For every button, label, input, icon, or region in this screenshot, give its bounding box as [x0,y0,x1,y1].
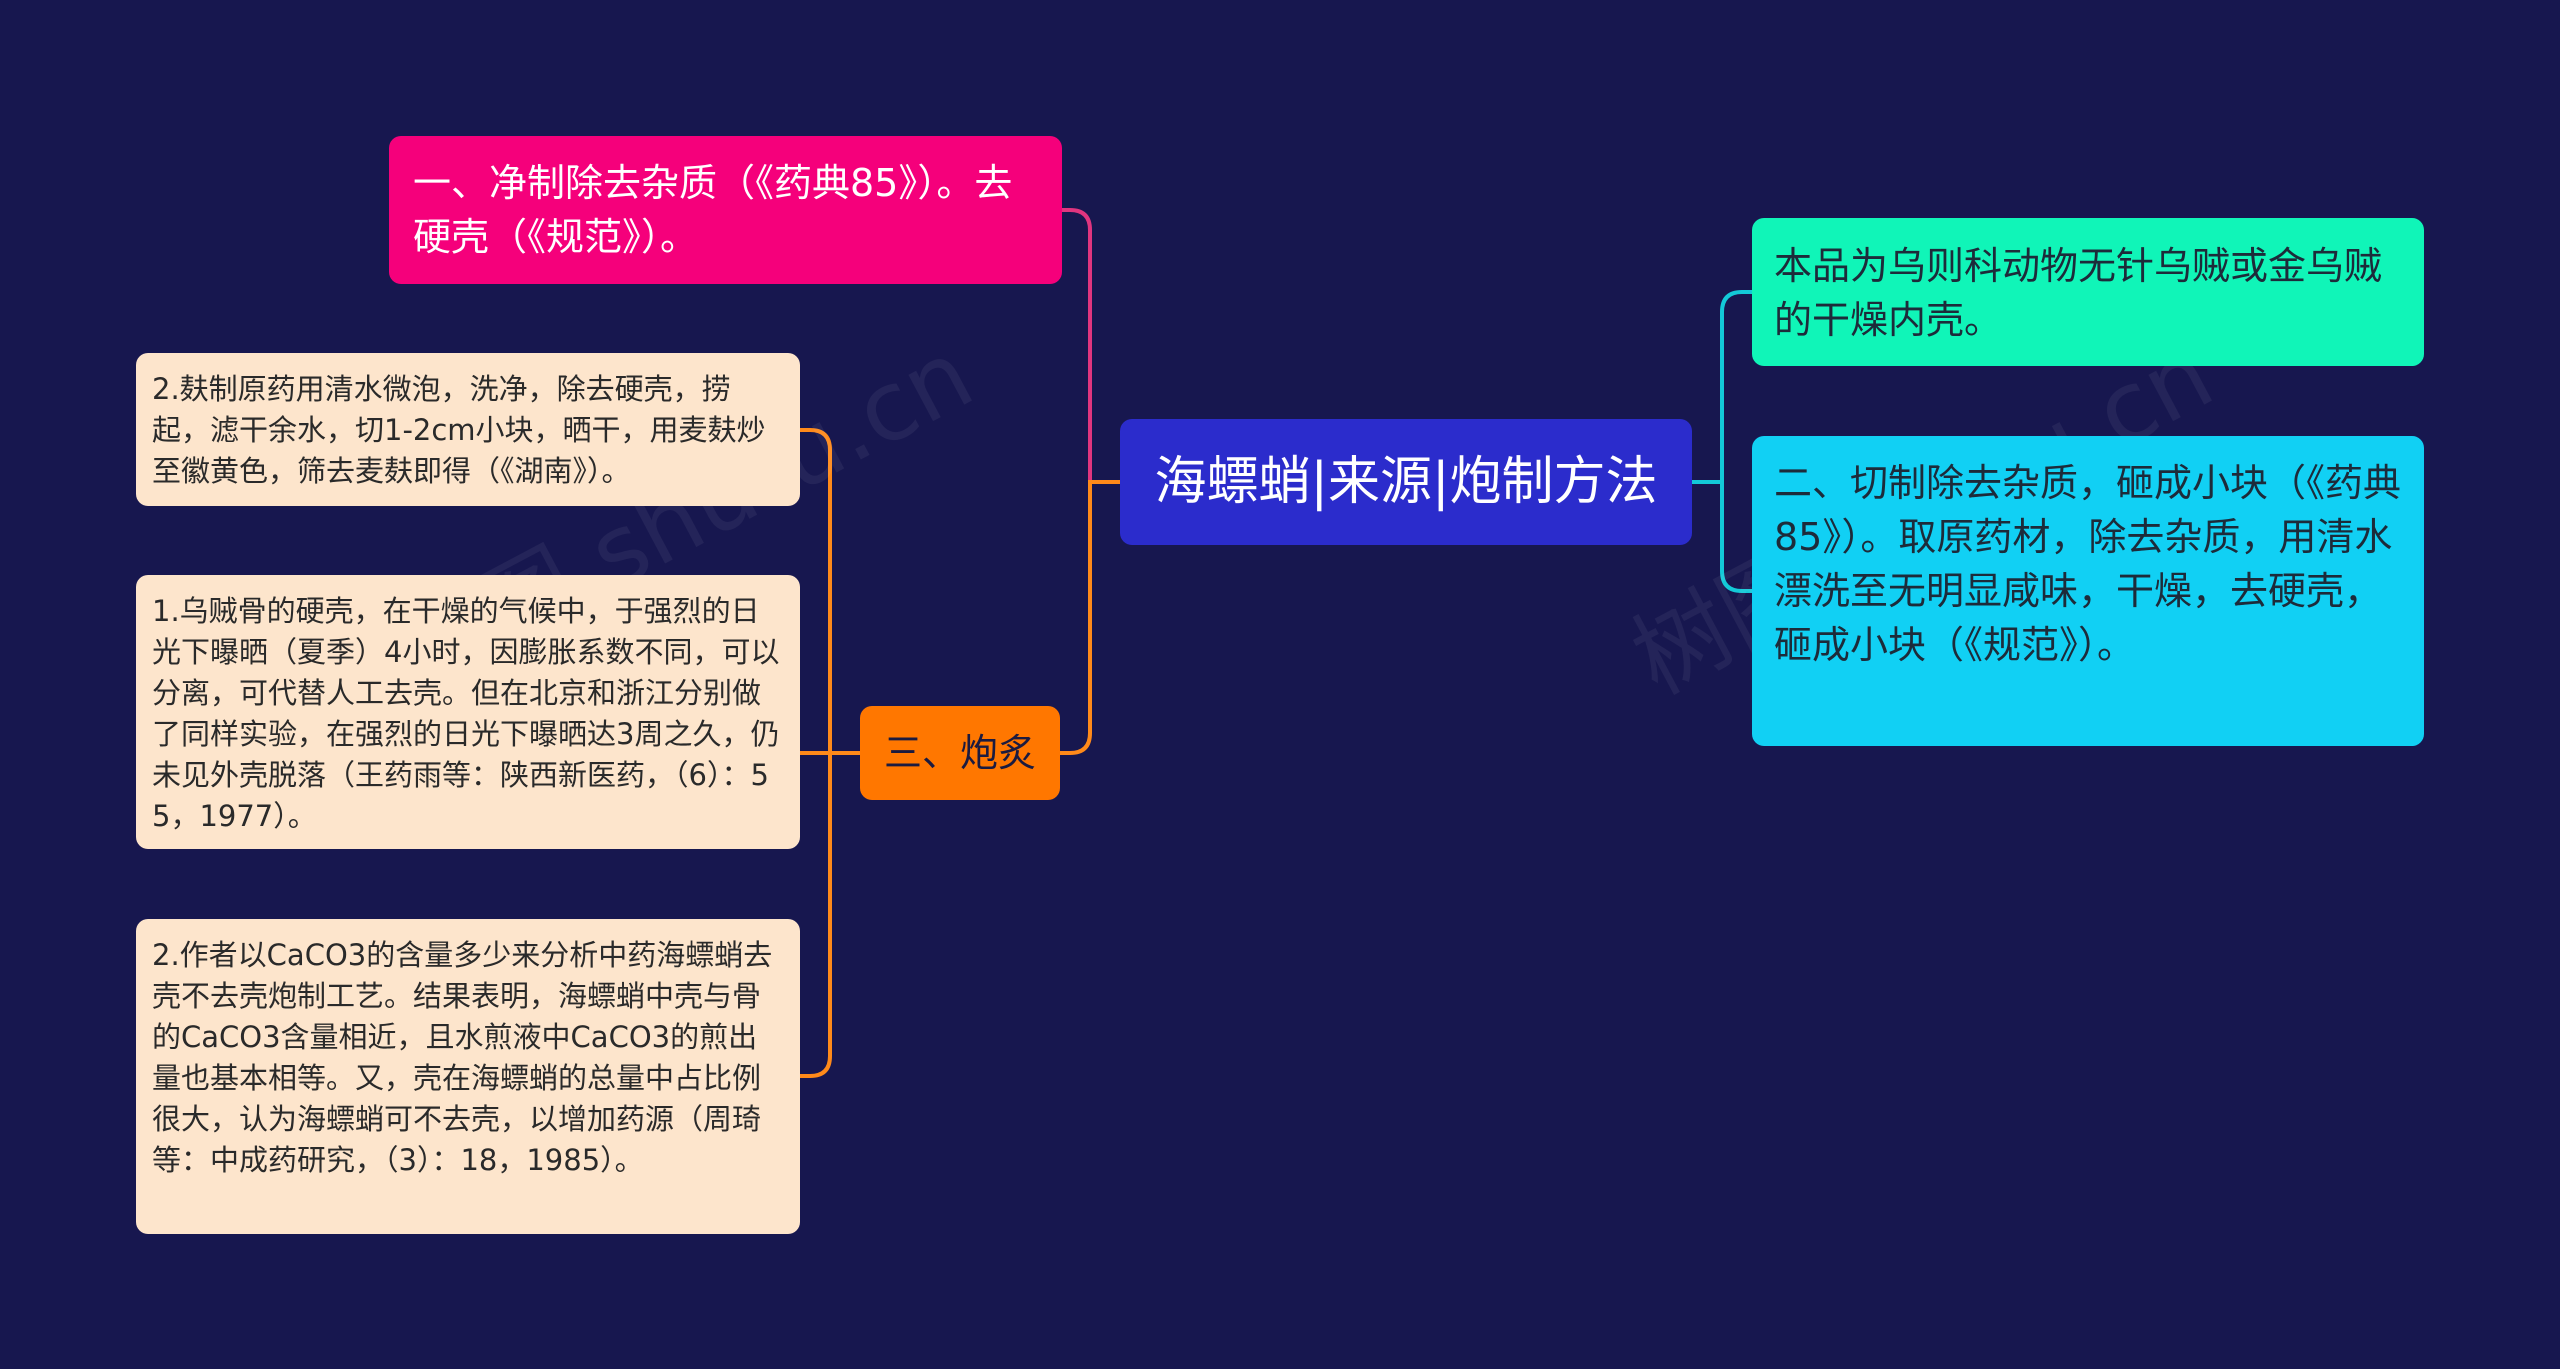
topic-node-jingzhi[interactable]: 一、净制除去杂质（《药典85》）。去硬壳（《规范》）。 [389,136,1062,284]
topic-node-qiezhi[interactable]: 二、切制除去杂质，砸成小块（《药典85》）。取原药材，除去杂质，用清水漂洗至无明… [1752,436,2424,746]
connector-center-to-paozhi [1060,480,1120,755]
connector-center-to-laiyuan [1692,290,1752,484]
connector-paozhi-to-fuzhi [800,428,860,755]
topic-node-paozhi[interactable]: 三、炮炙 [860,706,1060,800]
subtopic-node-shaishai[interactable]: 1.乌贼骨的硬壳，在干燥的气候中，于强烈的日光下曝晒（夏季）4小时，因膨胀系数不… [136,575,800,849]
topic-node-laiyuan[interactable]: 本品为乌则科动物无针乌贼或金乌贼的干燥内壳。 [1752,218,2424,366]
connector-center-to-jingzhi [1062,208,1120,484]
subtopic-node-fuzhi[interactable]: 2.麸制原药用清水微泡，洗净，除去硬壳，捞起，滤干余水，切1-2cm小块，晒干，… [136,353,800,506]
connector-paozhi-to-caco3 [800,751,860,1078]
subtopic-node-caco3[interactable]: 2.作者以CaCO3的含量多少来分析中药海螵蛸去壳不去壳炮制工艺。结果表明，海螵… [136,919,800,1234]
center-topic-node[interactable]: 海螵蛸|来源|炮制方法 [1120,419,1692,545]
connector-center-to-qiezhi [1692,480,1752,593]
